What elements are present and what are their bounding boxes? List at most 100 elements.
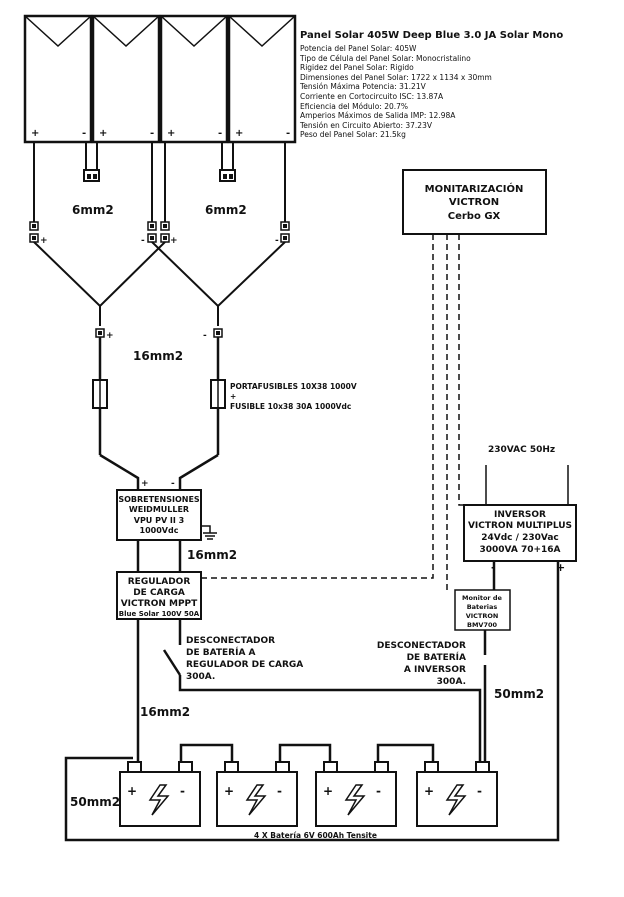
inverter-label: 3000VA 70+16A bbox=[479, 545, 560, 555]
polarity-plus: + bbox=[167, 128, 175, 139]
wire-label-6mm-left: 6mm2 bbox=[72, 203, 114, 217]
solar-panel-icon bbox=[159, 14, 229, 144]
surge-label: SOBRETENSIONES bbox=[118, 495, 200, 504]
lightning-icon bbox=[445, 784, 467, 816]
panel-specs-title: Panel Solar 405W Deep Blue 3.0 JA Solar … bbox=[300, 30, 564, 41]
polarity-minus: - bbox=[218, 128, 222, 139]
polarity-minus: - bbox=[141, 236, 145, 246]
wire-label-50mm-left: 50mm2 bbox=[70, 795, 120, 809]
fuse-icon bbox=[210, 379, 226, 409]
ac-input-label: 230VAC 50Hz bbox=[488, 445, 555, 455]
disconnector-reg-label: DESCONECTADOR bbox=[186, 636, 275, 646]
surge-label: WEIDMULLER bbox=[129, 505, 189, 514]
lightning-icon bbox=[344, 784, 366, 816]
disconnector-inv-label: A INVERSOR bbox=[404, 665, 466, 675]
spec-line: Corriente en Cortocircuito ISC: 13.87A bbox=[300, 91, 444, 101]
solar-panel-icon bbox=[91, 14, 161, 144]
polarity-plus: + bbox=[31, 128, 39, 139]
surge-protector-box bbox=[116, 489, 202, 541]
spec-line: Tipo de Célula del Panel Solar: Monocris… bbox=[300, 53, 471, 63]
surge-label: 1000Vdc bbox=[140, 526, 179, 535]
polarity-minus: - bbox=[180, 784, 185, 798]
disconnector-reg-label: REGULADOR DE CARGA bbox=[186, 660, 303, 670]
monitor-label: Cerbo GX bbox=[448, 211, 501, 222]
battery-caption: 4 X Batería 6V 600Ah Tensite bbox=[254, 831, 377, 840]
monitoring-box bbox=[402, 169, 547, 235]
monitor-label: VICTRON bbox=[449, 197, 499, 208]
fuse-icon bbox=[92, 379, 108, 409]
ground-icon bbox=[201, 525, 217, 540]
polarity-minus: - bbox=[150, 128, 154, 139]
inverter-label: 24Vdc / 230Vac bbox=[481, 533, 559, 543]
wire-label-50mm-right: 50mm2 bbox=[494, 687, 544, 701]
polarity-plus: + bbox=[224, 784, 234, 798]
polarity-plus: + bbox=[40, 236, 48, 246]
polarity-plus: + bbox=[556, 561, 565, 574]
battery-icon bbox=[315, 761, 397, 827]
monitor-label: MONITARIZACIÓN bbox=[425, 182, 524, 195]
polarity-plus: + bbox=[170, 236, 178, 246]
spec-line: Rigidez del Panel Solar: Rigido bbox=[300, 63, 414, 73]
inverter-label: VICTRON MULTIPLUS bbox=[468, 521, 572, 531]
connector-icon bbox=[29, 221, 290, 243]
wire-label-16mm-bottom: 16mm2 bbox=[140, 705, 190, 719]
disconnector-reg-label: de batería A bbox=[186, 646, 256, 658]
polarity-plus: + bbox=[323, 784, 333, 798]
polarity-plus: + bbox=[235, 128, 243, 139]
spec-line: Amperios Máximos de Salida IMP: 12.98A bbox=[300, 111, 456, 121]
regulator-label: VICTRON MPPT bbox=[121, 599, 198, 609]
polarity-plus: + bbox=[106, 331, 114, 341]
charge-regulator-box bbox=[116, 571, 202, 620]
battery-monitor-label: BMV700 bbox=[467, 621, 497, 629]
connector-icon bbox=[87, 174, 233, 179]
lightning-icon bbox=[148, 784, 170, 816]
battery-icon bbox=[216, 761, 298, 827]
lightning-icon bbox=[245, 784, 267, 816]
polarity-plus: + bbox=[424, 784, 434, 798]
spec-line: Potencia del Panel Solar: 405W bbox=[300, 44, 417, 53]
surge-label: VPU PV II 3 bbox=[134, 516, 184, 525]
regulator-label: DE CARGA bbox=[133, 588, 185, 598]
regulator-label: REGULADOR bbox=[128, 577, 191, 587]
battery-icon bbox=[119, 761, 201, 827]
spec-line: Eficiencia del Módulo: 20.7% bbox=[300, 101, 409, 111]
panel-specs: Panel Solar 405W Deep Blue 3.0 JA Solar … bbox=[300, 30, 620, 140]
battery-monitor-label: VICTRON bbox=[466, 612, 499, 620]
polarity-plus: + bbox=[127, 784, 137, 798]
disconnector-reg-label: 300A. bbox=[186, 672, 215, 682]
polarity-minus: - bbox=[82, 128, 86, 139]
polarity-minus: - bbox=[376, 784, 381, 798]
spec-line: Tensión Máxima Potencia: 31.21V bbox=[300, 82, 426, 92]
spec-line: Tensión en Circuito Abierto: 37.23V bbox=[300, 120, 432, 130]
comm-lines bbox=[201, 234, 464, 590]
solar-panel-icon bbox=[227, 14, 297, 144]
polarity-minus: - bbox=[277, 784, 282, 798]
polarity-minus: - bbox=[275, 236, 279, 246]
spec-line: Peso del Panel Solar: 21.5kg bbox=[300, 130, 406, 140]
solar-panel-icon bbox=[23, 14, 93, 144]
battery-monitor-box bbox=[454, 589, 511, 631]
battery-monitor-label: Monitor de bbox=[462, 594, 502, 602]
battery-monitor-label: Baterias bbox=[467, 603, 498, 611]
fuse-plus-label: + bbox=[230, 392, 236, 401]
wire-label-16mm-mid: 16mm2 bbox=[187, 548, 237, 562]
battery-icon bbox=[416, 761, 498, 827]
polarity-plus: + bbox=[99, 128, 107, 139]
fuse-label: FUSIBLE 10x38 30A 1000Vdc bbox=[230, 402, 351, 411]
inverter-box bbox=[463, 504, 577, 562]
panel-specs-list: Potencia del Panel Solar: 405W Tipo de C… bbox=[300, 44, 620, 140]
spec-line: Dimensiones del Panel Solar: 1722 x 1134… bbox=[300, 72, 492, 82]
polarity-minus: - bbox=[203, 331, 207, 341]
regulator-label: Blue Solar 100V 50A bbox=[119, 610, 200, 618]
fuse-holder-label: PORTAFUSIBLES 10X38 1000V bbox=[230, 382, 357, 391]
polarity-minus: - bbox=[171, 479, 175, 489]
polarity-minus: - bbox=[477, 784, 482, 798]
wire-label-6mm-right: 6mm2 bbox=[205, 203, 247, 217]
disconnector-inv-label: DE BATERÍA bbox=[407, 651, 466, 663]
wire-label-16mm-top: 16mm2 bbox=[133, 349, 183, 363]
polarity-minus: - bbox=[286, 128, 290, 139]
disconnector-inv-label: 300A. bbox=[437, 677, 466, 687]
disconnector-inv-label: DESCONECTADOR bbox=[377, 641, 466, 651]
inverter-label: INVERSOR bbox=[494, 510, 546, 520]
